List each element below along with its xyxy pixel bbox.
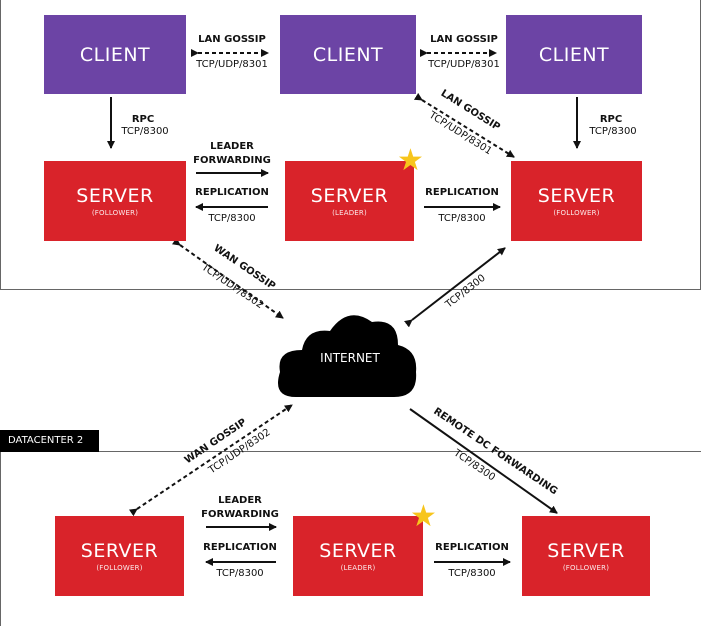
server-role-label: (FOLLOWER) — [91, 208, 139, 217]
server-node-label: SERVER — [76, 184, 154, 207]
server-follower-dc2-left: SERVER (FOLLOWER) — [55, 516, 184, 596]
rpc-label-right: RPC — [599, 114, 623, 125]
replication-label: REPLICATION — [435, 542, 509, 553]
lan-gossip-label: LAN GOSSIP — [430, 34, 498, 45]
server-follower-dc2-right: SERVER (FOLLOWER) — [522, 516, 650, 596]
rpc-label-left: RPC — [131, 114, 155, 125]
server-leader-dc2: SERVER (LEADER) — [293, 516, 423, 596]
server-role-label: (LEADER) — [340, 563, 376, 572]
leader-forwarding-label-line2: FORWARDING — [201, 509, 279, 520]
server-node-label: SERVER — [547, 539, 625, 562]
replication-label: REPLICATION — [195, 187, 269, 198]
client-node-2: CLIENT — [280, 15, 416, 94]
server-follower-dc1-right: SERVER (FOLLOWER) — [511, 161, 642, 241]
server-node-label: SERVER — [80, 539, 159, 562]
leader-forwarding-label-line1: LEADER — [210, 141, 254, 152]
leader-forwarding-label-line1: LEADER — [218, 495, 262, 506]
wan-gossip-link-dc2 — [128, 404, 293, 517]
remote-dc-forwarding-link — [409, 408, 558, 514]
server-role-label: (FOLLOWER) — [96, 563, 143, 572]
server-node-label: SERVER — [310, 184, 389, 207]
server-role-label: (FOLLOWER) — [553, 208, 600, 217]
lan-gossip-port: TCP/UDP/8301 — [196, 59, 268, 70]
replication-label: REPLICATION — [425, 187, 499, 198]
client-node-label: CLIENT — [538, 43, 610, 66]
datacenter-2-frame — [0, 451, 701, 626]
server-leader-dc1: SERVER (LEADER) — [285, 161, 414, 241]
replication-label: REPLICATION — [203, 542, 277, 553]
client-node-label: CLIENT — [312, 43, 384, 66]
replication-port: TCP/8300 — [438, 213, 486, 224]
server-role-label: (LEADER) — [332, 208, 367, 217]
internet-cloud-shape — [278, 315, 417, 397]
replication-port: TCP/8300 — [208, 213, 256, 224]
rpc-port-right: TCP/8300 — [589, 126, 637, 137]
rpc-port-left: TCP/8300 — [121, 126, 169, 137]
internet-link-dc1 — [404, 247, 506, 328]
replication-port: TCP/8300 — [448, 568, 496, 579]
server-role-label: (FOLLOWER) — [562, 563, 610, 572]
client-node-label: CLIENT — [79, 43, 151, 66]
lan-gossip-port: TCP/UDP/8301 — [428, 59, 500, 70]
replication-port: TCP/8300 — [216, 568, 264, 579]
client-node-3: CLIENT — [506, 15, 642, 94]
internet-label: INTERNET — [320, 351, 380, 365]
wan-gossip-link-dc1 — [171, 237, 284, 319]
server-follower-dc1-left: SERVER (FOLLOWER) — [44, 161, 186, 241]
leader-forwarding-label-line2: FORWARDING — [193, 155, 271, 166]
datacenter-2-tag: DATACENTER 2 — [0, 430, 99, 452]
leader-star-icon: ★ — [397, 143, 424, 178]
server-node-label: SERVER — [319, 539, 397, 562]
lan-gossip-label: LAN GOSSIP — [198, 34, 266, 45]
client-node-1: CLIENT — [44, 15, 186, 94]
server-node-label: SERVER — [537, 184, 616, 207]
leader-star-icon: ★ — [410, 499, 437, 534]
